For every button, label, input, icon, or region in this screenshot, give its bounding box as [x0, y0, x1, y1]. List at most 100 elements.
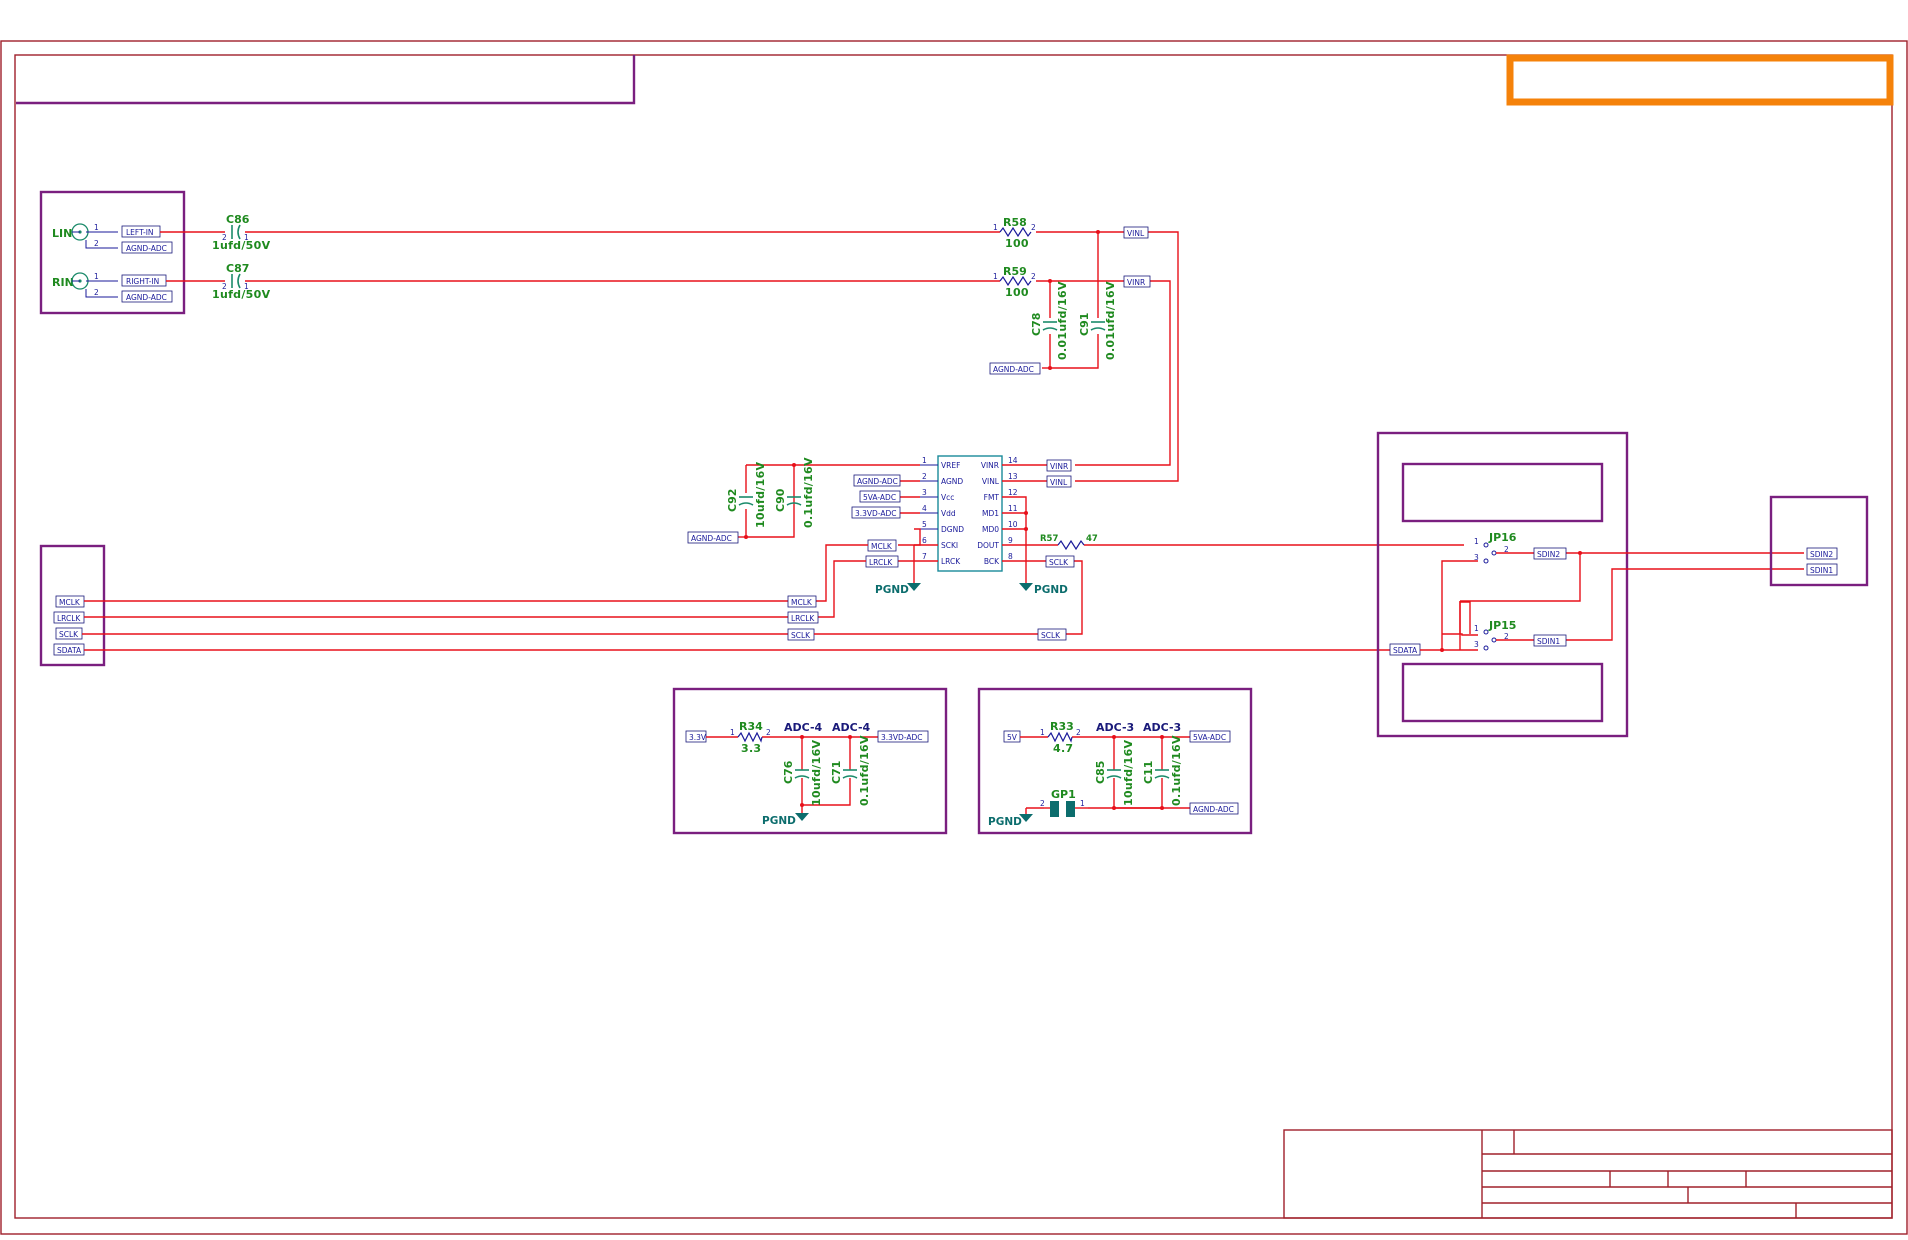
svg-text:2: 2	[1040, 799, 1045, 808]
svg-text:1: 1	[244, 282, 249, 291]
ic-right-pin-number: 10	[1008, 520, 1018, 529]
net-lrclk-conn: LRCLK	[57, 614, 81, 623]
net-adc3-a: ADC-3	[1096, 721, 1134, 734]
ic-right-pin-name: DOUT	[977, 541, 999, 550]
jumper-jp15: JP15 1 2 3	[1474, 619, 1516, 651]
svg-text:GP1: GP1	[1051, 788, 1076, 801]
rin-net-agnd: AGND-ADC	[126, 293, 167, 302]
lin-jack: LIN 1 2 LEFT-IN AGND-ADC	[52, 223, 173, 254]
lin-net-left-in: LEFT-IN	[126, 228, 154, 237]
svg-text:0.01ufd/16V: 0.01ufd/16V	[1056, 281, 1069, 360]
capacitor-c92: C92 10ufd/16V	[726, 461, 767, 528]
svg-text:1ufd/50V: 1ufd/50V	[212, 239, 271, 252]
ic-left-pin-name: LRCK	[941, 557, 961, 566]
svg-text:0.01ufd/16V: 0.01ufd/16V	[1104, 281, 1117, 360]
svg-text:C92: C92	[726, 489, 739, 512]
net-sclk-bus2: SCLK	[1041, 631, 1061, 640]
svg-text:1: 1	[244, 233, 249, 242]
svg-text:0.1ufd/16V: 0.1ufd/16V	[858, 735, 871, 806]
capacitor-c71: C71 0.1ufd/16V	[830, 735, 871, 806]
svg-text:100: 100	[1005, 237, 1029, 250]
svg-text:2: 2	[766, 728, 771, 737]
pgnd-block2: PGND	[988, 816, 1022, 828]
svg-text:2: 2	[94, 288, 99, 297]
net-agnd-filter: AGND-ADC	[993, 365, 1034, 374]
net-sdata-jp: SDATA	[1393, 646, 1418, 655]
net-5va-out: 5VA-ADC	[1193, 733, 1226, 742]
wire-sdata-jumpers	[1420, 560, 1478, 651]
net-33v: 3.3V	[689, 733, 707, 742]
svg-text:C78: C78	[1030, 313, 1043, 336]
svg-text:2: 2	[222, 282, 227, 291]
ic-left-pin-number: 1	[922, 456, 927, 465]
svg-text:2: 2	[1076, 728, 1081, 737]
ic-left-pin-name: AGND	[941, 477, 963, 486]
svg-text:R58: R58	[1003, 216, 1027, 229]
svg-text:10ufd/16V: 10ufd/16V	[810, 739, 823, 806]
net-adc4-a: ADC-4	[784, 721, 823, 734]
net-33vd-out: 3.3VD-ADC	[881, 733, 923, 742]
svg-text:R59: R59	[1003, 265, 1027, 278]
ic-right-pin-name: MD0	[982, 525, 999, 534]
svg-text:10ufd/16V: 10ufd/16V	[1122, 739, 1135, 806]
ic-left-pin-name: DGND	[941, 525, 964, 534]
ic-left-pin-number: 2	[922, 472, 927, 481]
jumper-block-top-box	[1401, 462, 1604, 523]
capacitor-c90: C90 0.1ufd/16V	[774, 457, 815, 528]
net-vinl-flag: VINL	[1127, 229, 1145, 238]
resistor-r59: R59 1 2 100	[993, 265, 1036, 299]
lin-net-agnd: AGND-ADC	[126, 244, 167, 253]
svg-text:2: 2	[1504, 632, 1509, 641]
lin-ref: LIN	[52, 227, 72, 240]
ic-left-pin-number: 7	[922, 552, 927, 561]
svg-text:2: 2	[1031, 223, 1036, 232]
svg-text:2: 2	[1504, 545, 1509, 554]
svg-text:2: 2	[1031, 272, 1036, 281]
resistor-r33: R33 1 2 4.7	[1040, 720, 1081, 755]
capacitor-c91: C91 0.01ufd/16V	[1078, 281, 1117, 360]
svg-text:JP15: JP15	[1488, 619, 1516, 632]
capacitor-c85: C85 10ufd/16V	[1094, 739, 1135, 806]
jumper-jp16: JP16 1 2 3	[1474, 531, 1517, 564]
ic-right-pin-number: 14	[1008, 456, 1018, 465]
net-agnd-vref: AGND-ADC	[691, 534, 732, 543]
net-agnd-block2: AGND-ADC	[1193, 805, 1234, 814]
capacitor-c86: C86 2 1 1ufd/50V	[212, 213, 271, 252]
svg-text:R57: R57	[1040, 534, 1058, 544]
pgnd-ic-left: PGND	[875, 584, 909, 596]
svg-text:1: 1	[94, 272, 99, 281]
net-33vd-ic: 3.3VD-ADC	[855, 509, 897, 518]
svg-text:1: 1	[1040, 728, 1045, 737]
jumper-block-box	[1376, 431, 1629, 738]
input-connector-box	[39, 190, 186, 315]
ic-left-pin-name: Vcc	[941, 493, 954, 502]
ic-right-pin-name: VINR	[981, 461, 999, 470]
svg-text:C85: C85	[1094, 761, 1107, 784]
net-mclk-conn: MCLK	[59, 598, 81, 607]
clock-connector-box	[39, 544, 106, 667]
ic-left-pin-number: 6	[922, 536, 927, 545]
resistor-r58: R58 1 2 100	[993, 216, 1036, 250]
svg-text:JP16: JP16	[1488, 531, 1517, 544]
svg-text:1: 1	[1080, 799, 1085, 808]
wire-filter-caps	[1049, 232, 1099, 369]
svg-text:1: 1	[94, 223, 99, 232]
rin-jack: RIN 1 2 RIGHT-IN AGND-ADC	[52, 272, 173, 303]
svg-text:3.3: 3.3	[741, 742, 761, 755]
resistor-r34: R34 1 2 3.3	[730, 720, 771, 755]
wire-bck	[1002, 560, 1083, 635]
svg-text:C91: C91	[1078, 313, 1091, 336]
svg-text:1: 1	[993, 223, 998, 232]
wire-sdin2	[1459, 552, 1804, 634]
capacitor-c87: C87 2 1 1ufd/50V	[212, 262, 270, 301]
net-sclk-conn: SCLK	[59, 630, 79, 639]
ground-link-gp1: GP1 2 1	[1040, 788, 1088, 817]
svg-text:C87: C87	[226, 262, 249, 275]
ic-right-pin-name: VINL	[982, 477, 1000, 486]
svg-text:3: 3	[1474, 553, 1479, 562]
svg-text:C71: C71	[830, 761, 843, 784]
svg-text:0.1ufd/16V: 0.1ufd/16V	[802, 457, 815, 528]
ic-right-pin-number: 12	[1008, 488, 1018, 497]
